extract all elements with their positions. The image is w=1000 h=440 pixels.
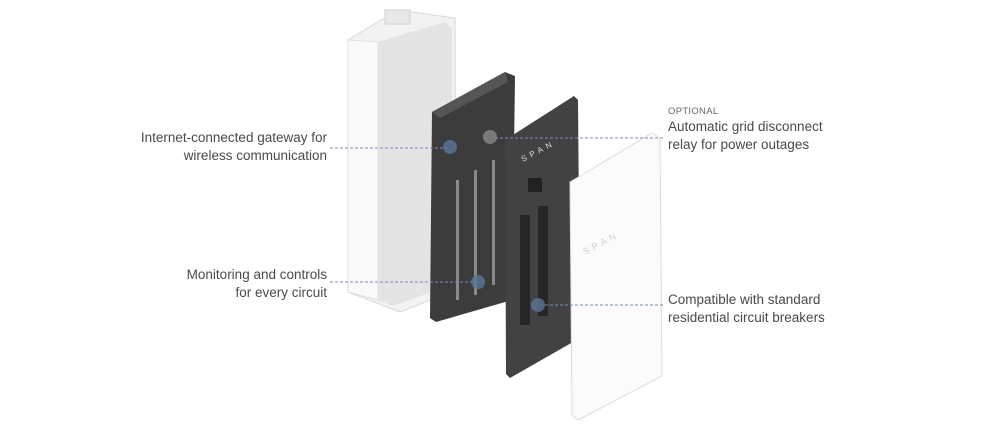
optional-tag: OPTIONAL [668,106,719,117]
front-door-cover: SPAN [569,132,663,421]
monitoring-hotspot[interactable] [471,275,485,289]
relay-line2: relay for power outages [668,137,810,152]
breakers-line1: Compatible with standard [668,292,821,307]
relay-line1: Automatic grid disconnect [668,119,823,134]
dead-front-cover: SPAN [505,96,580,378]
monitoring-line2: for every circuit [235,285,327,300]
gateway-line1: Internet-connected gateway for [140,130,327,145]
gateway-line2: wireless communication [183,148,327,163]
gateway-hotspot[interactable] [443,140,457,154]
monitoring-line1: Monitoring and controls [186,267,327,282]
breakers-callout: Compatible with standard residential cir… [668,291,825,327]
relay-callout: OPTIONAL Automatic grid disconnect relay… [668,106,823,154]
relay-hotspot[interactable] [483,130,497,144]
monitoring-callout: Monitoring and controls for every circui… [187,266,327,302]
breakers-hotspot[interactable] [531,298,545,312]
breakers-line2: residential circuit breakers [668,310,825,325]
gateway-callout: Internet-connected gateway for wireless … [141,129,327,165]
